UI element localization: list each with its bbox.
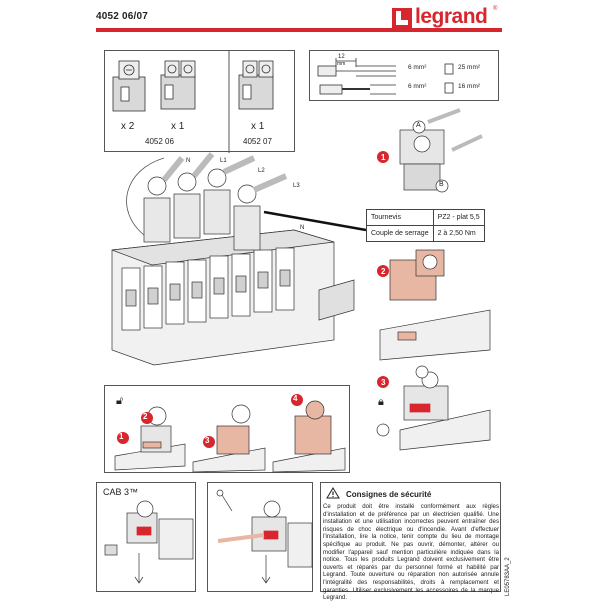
cab3-fitting-panel [207, 482, 313, 592]
strip-length-unit: mm [337, 61, 346, 67]
warning-icon [326, 487, 340, 499]
cab3-title: CAB 3™ [103, 487, 139, 497]
cable-spec-panel: 12 mm 6 mm² 25 mm² 6 mm² 16 mm² [309, 50, 499, 101]
variant-b-qty: x 1 [251, 121, 265, 132]
cable-row2-max: 16 mm² [458, 83, 481, 90]
bottom-step4-number: 4 [293, 394, 298, 403]
variant-a-qty-a: x 2 [121, 121, 135, 132]
safety-title: Consignes de sécurité [346, 490, 432, 499]
removal-steps-panel [104, 385, 350, 473]
right-steps-illustration [376, 108, 491, 451]
bottom-step1-number: 1 [119, 432, 124, 441]
removal-steps-illustration [114, 394, 346, 473]
bottom-step2-number: 2 [143, 412, 148, 421]
spec-row-tool: Tournevis PZ2 - plat 5,5 [366, 209, 485, 226]
product-variants-illustration [112, 51, 274, 153]
safety-body: Ce produit doit être installé conforméme… [323, 503, 499, 602]
spec-value-torque: 2 à 2,50 Nm [432, 225, 485, 242]
phase-label-1: N [186, 158, 191, 164]
bottom-step3-number: 3 [205, 436, 210, 445]
registered-mark: ® [493, 6, 498, 12]
step1-number: 1 [381, 153, 386, 162]
cable-row2-min: 6 mm² [408, 83, 427, 90]
cable-row1-min: 6 mm² [408, 64, 427, 71]
product-variants-panel: x 2 x 1 4052 06 x 1 4052 07 [104, 50, 295, 153]
step3-number: 3 [381, 378, 386, 387]
variant-a-code: 4052 06 [145, 137, 174, 146]
phase-label-2: L1 [220, 158, 227, 164]
spec-row-torque: Couple de serrage 2 à 2,50 Nm [366, 225, 485, 242]
cab3-fitting-illustration [216, 489, 313, 584]
cable-illustration [317, 58, 454, 95]
legrand-logo: legrand ® [392, 5, 502, 30]
header-accent-bar [96, 28, 502, 32]
phase-label-4: L3 [293, 183, 300, 189]
document-code: LE05783AA_2 [505, 557, 511, 596]
variant-a-qty-b: x 1 [171, 121, 185, 132]
spec-table: Tournevis PZ2 - plat 5,5 Couple de serra… [366, 209, 485, 242]
cable-row1-max: 25 mm² [458, 64, 481, 71]
legrand-logo-text: legrand [415, 5, 488, 28]
label-a: A [416, 122, 421, 129]
document-reference: 4052 06/07 [96, 11, 149, 22]
main-breaker-diagram [111, 152, 367, 366]
phase-label-5: N [300, 225, 305, 231]
unlock-icon: 🔓︎ [116, 395, 124, 407]
safety-panel [320, 482, 501, 592]
padlock-icon: 🔒︎ [378, 396, 384, 408]
phase-label-3: L2 [258, 168, 265, 174]
label-b: B [439, 181, 444, 188]
cab3-panel [96, 482, 196, 592]
strip-length: 12 [338, 54, 345, 60]
variant-b-code: 4052 07 [243, 137, 272, 146]
cab3-illustration [104, 500, 194, 584]
legrand-logo-mark [392, 8, 412, 28]
step2-number: 2 [381, 267, 386, 276]
